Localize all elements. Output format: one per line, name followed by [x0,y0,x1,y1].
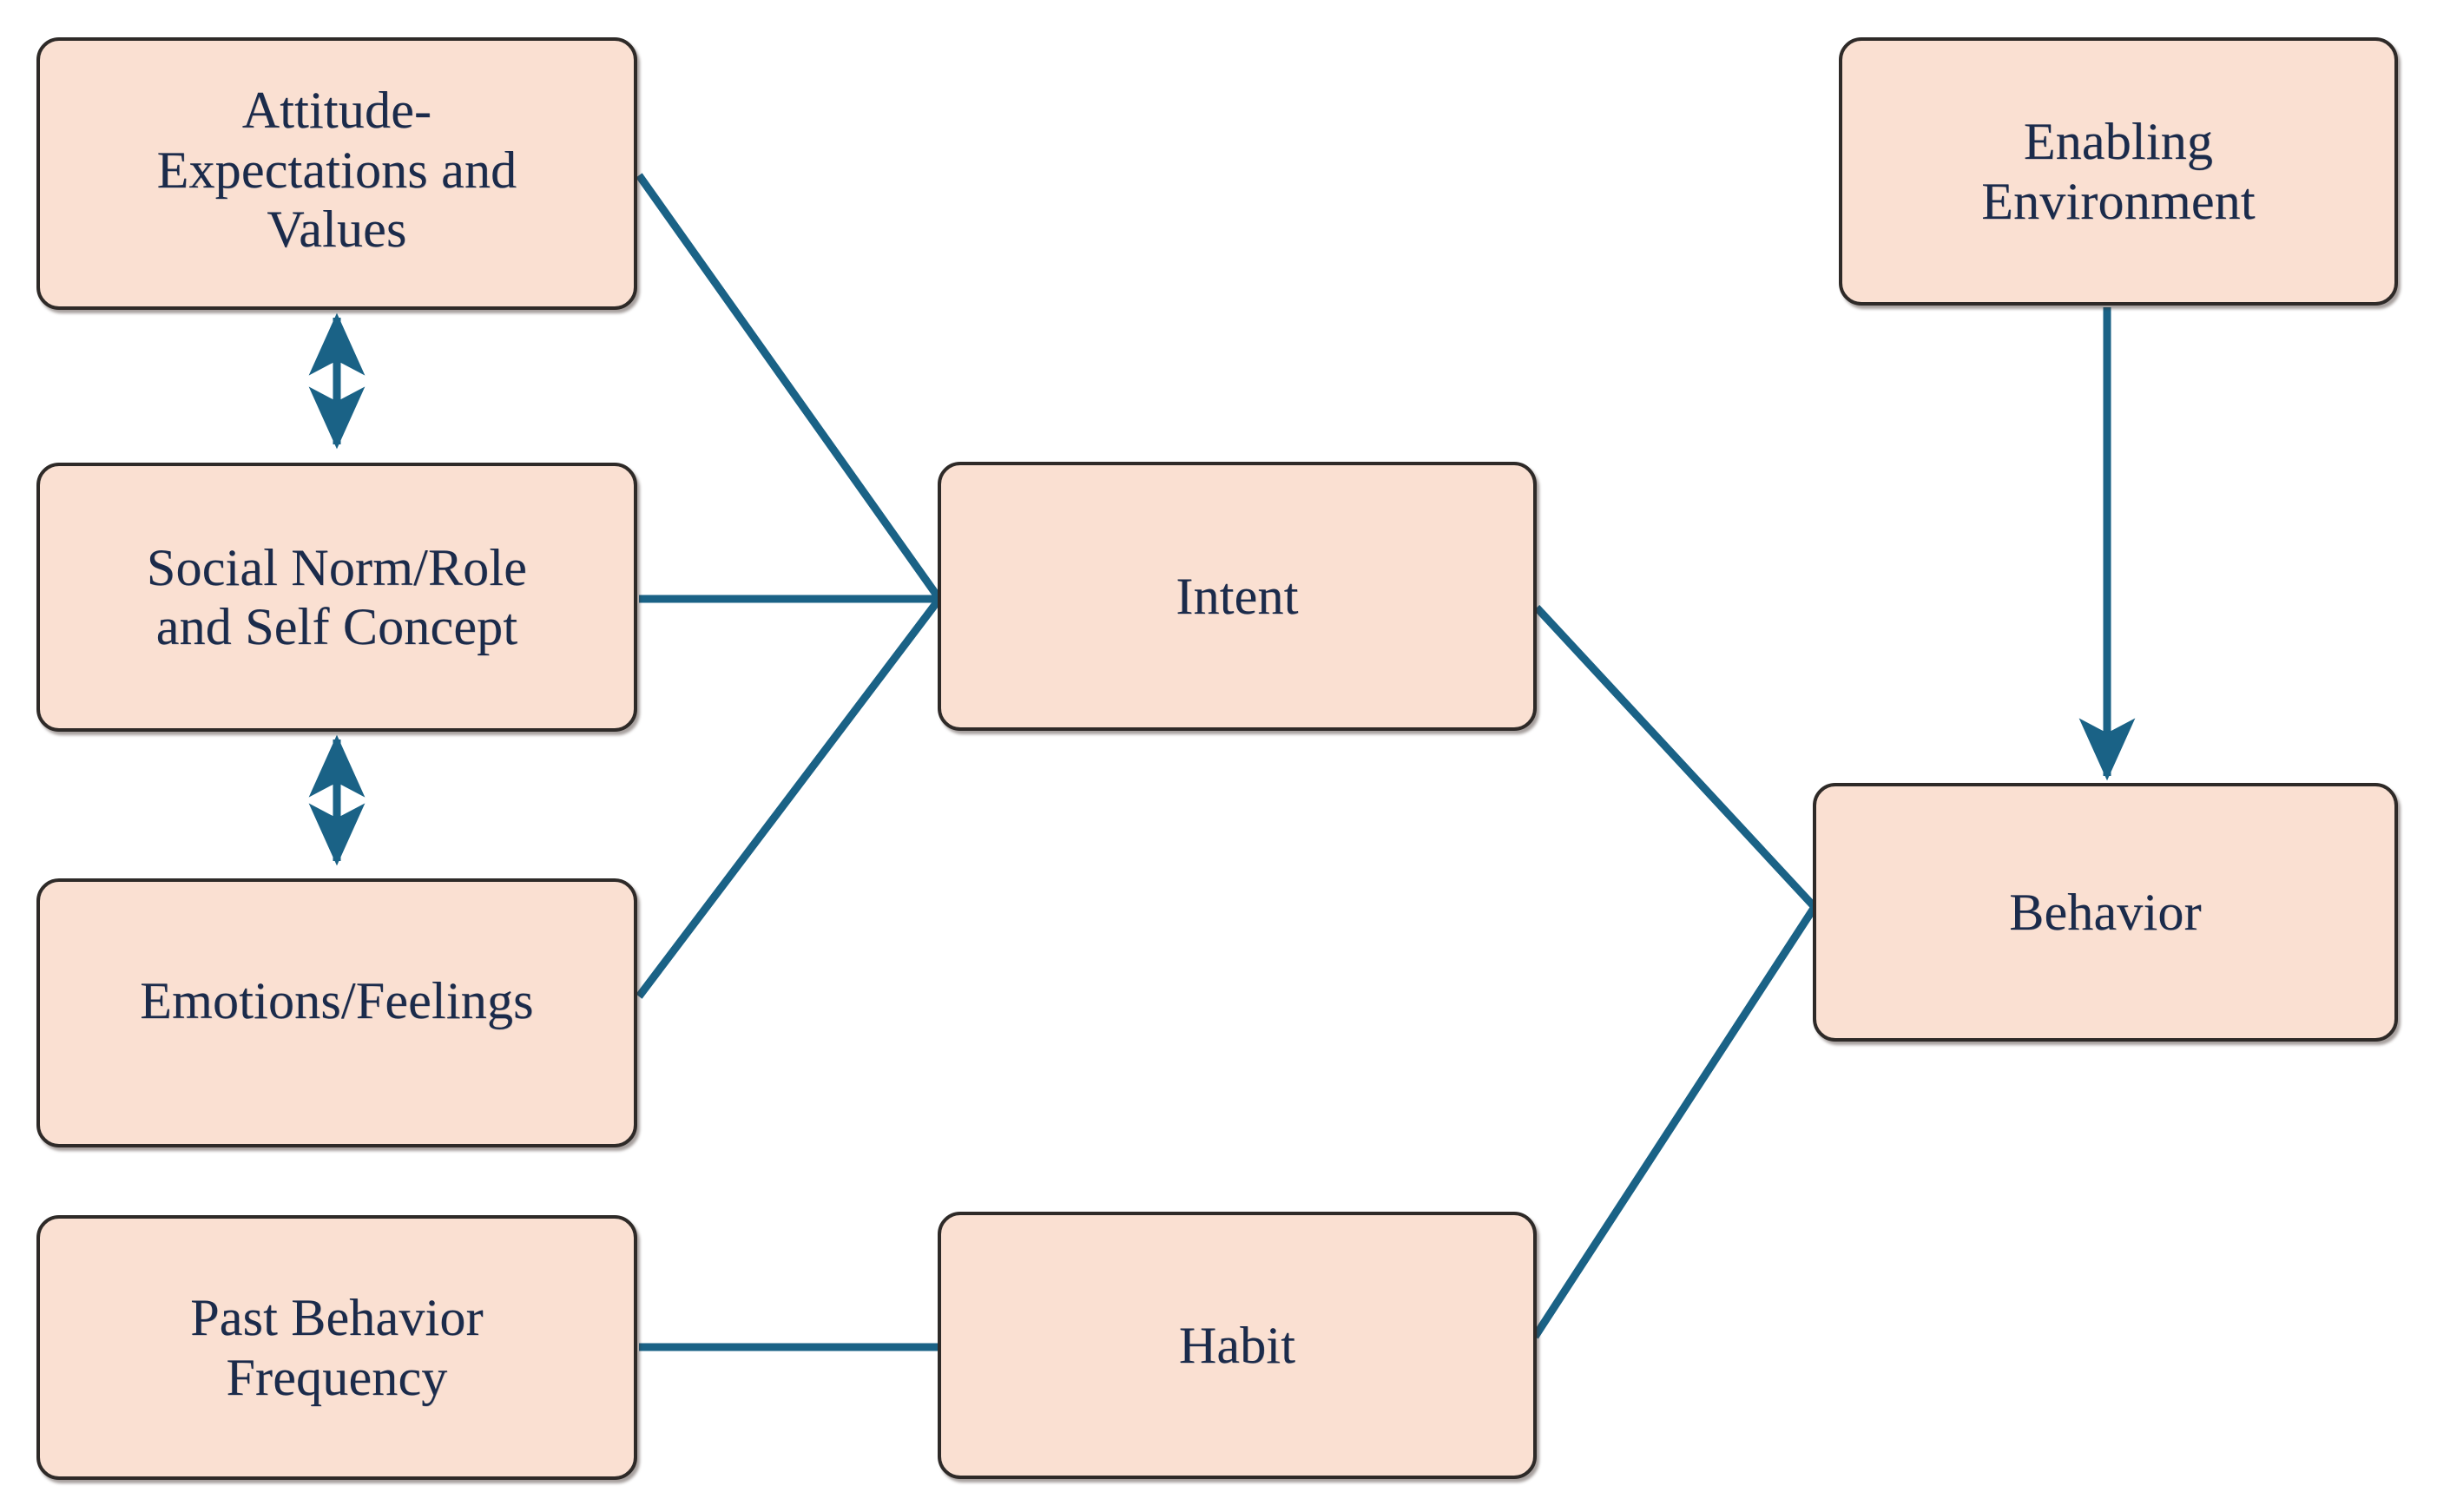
node-habit[interactable]: Habit [938,1212,1537,1479]
node-habit-label: Habit [1178,1316,1296,1374]
node-behavior[interactable]: Behavior [1813,783,2398,1042]
node-enabling-environment[interactable]: Enabling Environment [1839,37,2398,306]
node-attitude-label: Attitude- Expectations and Values [156,82,517,259]
node-intent[interactable]: Intent [938,462,1537,731]
node-past-behavior-label: Past Behavior Frequency [190,1289,484,1406]
node-enabling-environment-label: Enabling Environment [1981,113,2256,230]
edge-habit-behavior [1531,904,1818,1339]
node-emotions[interactable]: Emotions/Feelings [36,878,637,1147]
node-social-norm-label: Social Norm/Role and Self Concept [146,538,528,655]
edge-attitude-intent [636,173,943,602]
node-emotions-label: Emotions/Feelings [140,971,534,1029]
edge-emotions-intent [636,596,943,999]
edge-intent-behavior [1533,604,1818,910]
node-social-norm[interactable]: Social Norm/Role and Self Concept [36,463,637,732]
node-behavior-label: Behavior [2009,883,2202,941]
node-attitude[interactable]: Attitude- Expectations and Values [36,37,637,310]
node-intent-label: Intent [1176,567,1299,625]
node-past-behavior[interactable]: Past Behavior Frequency [36,1215,637,1480]
